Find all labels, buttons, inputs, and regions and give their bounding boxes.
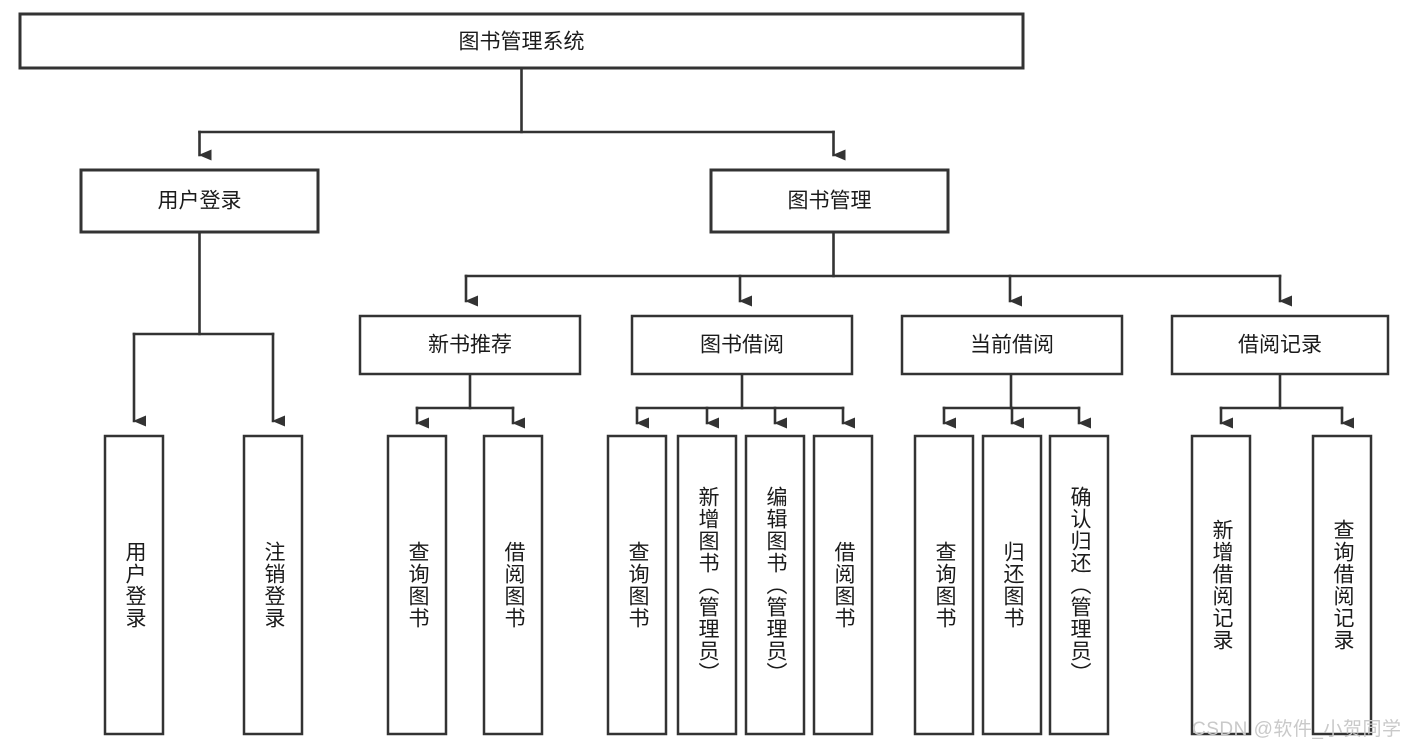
node-user-login[interactable]: 用户登录 — [79, 168, 320, 234]
connectors-new-book-recommend-to-leaves — [415, 372, 525, 429]
node-new-book-recommend-box[interactable] — [358, 314, 582, 376]
node-book-manage-label: 图书管理 — [788, 190, 872, 213]
node-borrow-record-label: 借阅记录 — [1238, 334, 1322, 357]
node-new-book-recommend[interactable]: 新书推荐 — [358, 314, 582, 376]
node-new-book-recommend-label: 新书推荐 — [428, 334, 512, 357]
leaf-label-query-book-1: 查询图书 — [406, 541, 430, 629]
node-current-borrow[interactable]: 当前借阅 — [900, 314, 1124, 376]
node-book-borrow[interactable]: 图书借阅 — [630, 314, 854, 376]
leaf-box-confirm-return[interactable] — [1048, 434, 1110, 736]
node-book-manage-box[interactable] — [709, 168, 950, 234]
leaf-box-borrow-book-2[interactable] — [812, 434, 874, 736]
leaf-boxes — [103, 434, 1373, 736]
leaf-label-query-book-2: 查询图书 — [626, 541, 650, 629]
connectors-current-borrow-to-leaves — [942, 372, 1091, 429]
csdn-watermark: CSDN @软件_小贺同学 — [1192, 719, 1402, 740]
node-borrow-record-box[interactable] — [1170, 314, 1390, 376]
leaf-box-query-book-3[interactable] — [913, 434, 975, 736]
leaf-label-query-record: 查询借阅记录 — [1331, 519, 1355, 651]
node-book-borrow-box[interactable] — [630, 314, 854, 376]
leaf-label-borrow-book-1: 借阅图书 — [502, 541, 526, 629]
node-book-manage[interactable]: 图书管理 — [709, 168, 950, 234]
leaf-box-edit-book[interactable] — [744, 434, 806, 736]
leaf-label-add-record: 新增借阅记录 — [1210, 519, 1234, 651]
leaf-label-borrow-book-2: 借阅图书 — [832, 541, 856, 629]
leaf-box-return-book[interactable] — [981, 434, 1043, 736]
connectors-book-manage-to-level3 — [464, 230, 1292, 307]
node-root-box[interactable] — [18, 12, 1025, 70]
leaf-label-add-book: 新增图书（管理员） — [696, 486, 720, 684]
leaf-box-query-record[interactable] — [1311, 434, 1373, 736]
connectors-user-login-to-leaves — [132, 230, 285, 427]
leaf-box-borrow-book-1[interactable] — [482, 434, 544, 736]
leaf-label-confirm-return: 确认归还（管理员） — [1068, 486, 1092, 684]
leaf-box-query-book-1[interactable] — [386, 434, 448, 736]
node-root[interactable]: 图书管理系统 — [18, 12, 1025, 70]
leaf-label-return-book: 归还图书 — [1001, 541, 1025, 629]
node-book-borrow-label: 图书借阅 — [700, 334, 784, 357]
connectors-book-borrow-to-leaves — [635, 372, 855, 429]
node-current-borrow-box[interactable] — [900, 314, 1124, 376]
leaf-label-logout: 注销登录 — [262, 541, 286, 629]
leaf-box-user-login[interactable] — [103, 434, 165, 736]
leaf-box-query-book-2[interactable] — [606, 434, 668, 736]
node-user-login-label: 用户登录 — [158, 190, 242, 213]
node-root-label: 图书管理系统 — [459, 31, 585, 54]
leaf-box-add-record[interactable] — [1190, 434, 1252, 736]
node-user-login-box[interactable] — [79, 168, 320, 234]
leaf-label-user-login: 用户登录 — [123, 541, 147, 629]
leaf-label-edit-book: 编辑图书（管理员） — [764, 486, 788, 684]
leaf-box-add-book[interactable] — [676, 434, 738, 736]
connectors-borrow-record-to-leaves — [1219, 372, 1354, 429]
leaf-box-logout[interactable] — [242, 434, 304, 736]
leaf-label-query-book-3: 查询图书 — [933, 541, 957, 629]
node-borrow-record[interactable]: 借阅记录 — [1170, 314, 1390, 376]
node-current-borrow-label: 当前借阅 — [970, 334, 1054, 357]
connectors-root-to-level2 — [198, 66, 846, 161]
